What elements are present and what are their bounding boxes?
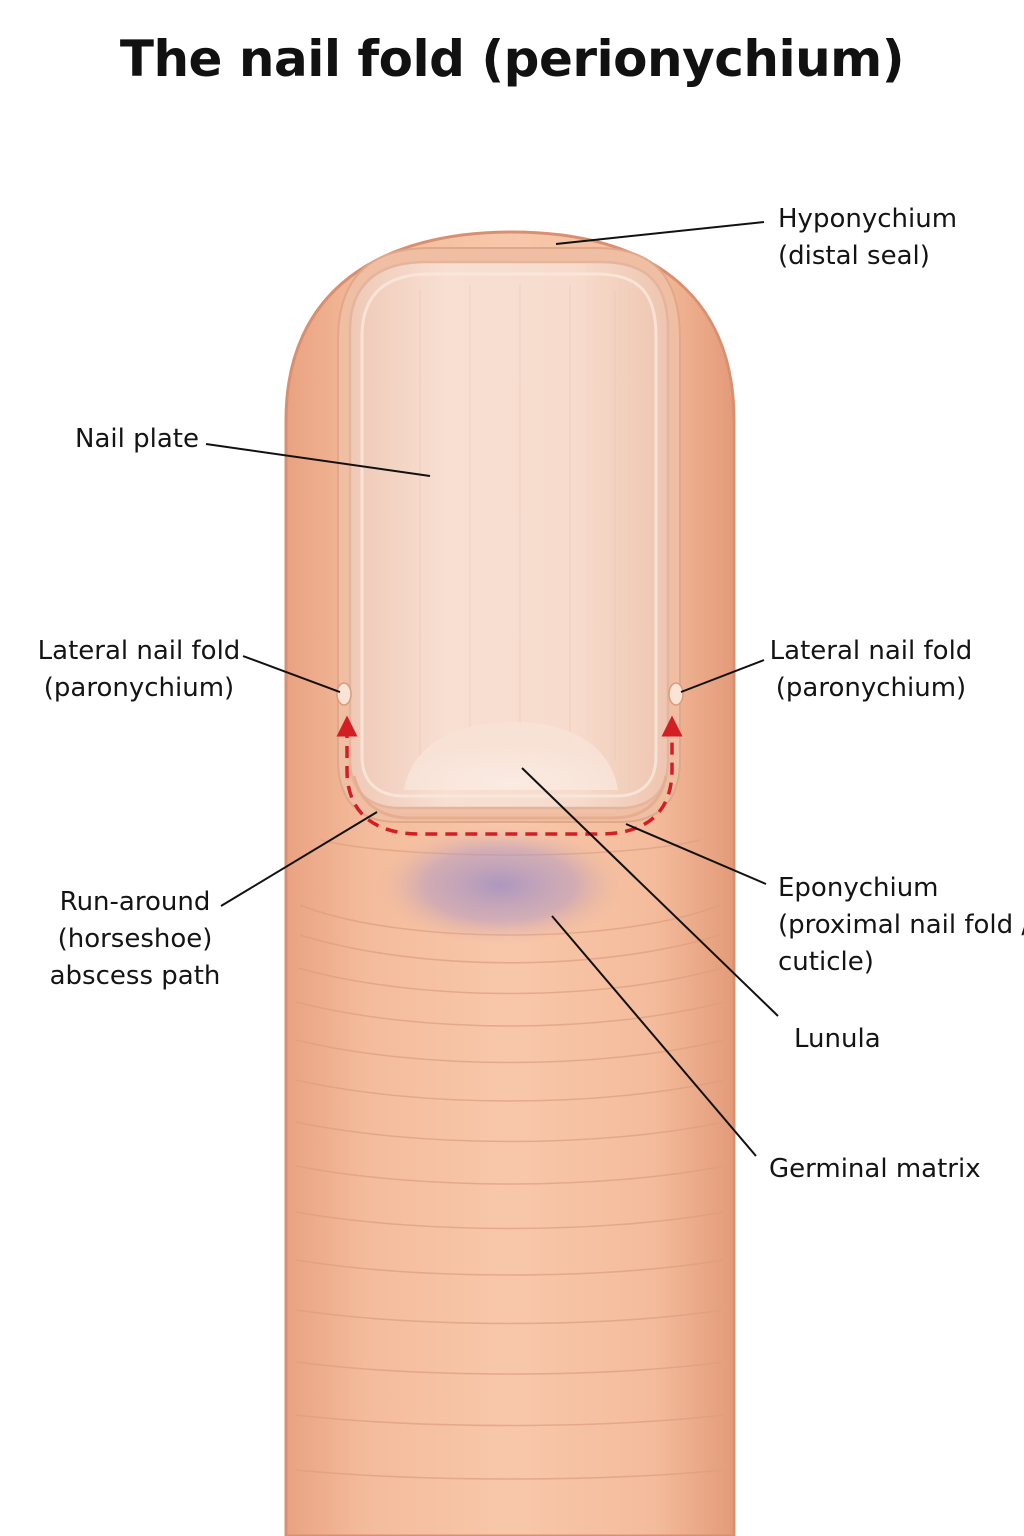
lunula-shape [404,722,618,790]
label-runaround-line-1: Run-around [59,887,211,917]
label-germinal-matrix-line-1: Germinal matrix [769,1154,981,1184]
label-lunula-line-1: Lunula [794,1024,881,1054]
lateral-fold-opening-left [336,682,352,706]
abscess-path-dashed [336,715,683,836]
nail-striations [419,285,616,770]
label-runaround-line-3: abscess path [49,961,221,991]
label-hyponychium-line-2: (distal seal) [778,241,930,271]
label-lateral-left-line-2: (paronychium) [43,673,235,703]
leader-eponychium [625,823,767,885]
label-nail-plate-line-1: Nail plate [75,424,199,454]
label-lateral-fold-right: Lateral nail fold (paronychium) [766,633,976,707]
label-nail-plate: Nail plate [75,421,199,458]
label-lunula: Lunula [794,1021,881,1058]
cuticle-edge [352,775,668,820]
label-hyponychium: Hyponychium (distal seal) [778,201,957,275]
label-eponychium-line-1: Eponychium [778,873,939,903]
label-eponychium: Eponychium (proximal nail fold / cuticle… [778,870,1024,981]
label-lateral-right-line-1: Lateral nail fold [769,636,973,666]
label-hyponychium-line-1: Hyponychium [778,204,958,234]
label-runaround: Run-around (horseshoe) abscess path [40,884,230,995]
label-lateral-right-line-2: (paronychium) [775,673,967,703]
leader-germinal-matrix [551,915,757,1157]
label-eponychium-line-2: (proximal nail fold / [778,910,1024,940]
skin-creases [295,839,725,1480]
germinal-matrix-region [375,825,625,945]
page-title: The nail fold (perionychium) [119,30,905,88]
label-runaround-line-2: (horseshoe) [57,924,213,954]
label-eponychium-line-3: cuticle) [778,947,874,977]
label-germinal-matrix: Germinal matrix [769,1151,981,1188]
leader-lunula [521,767,779,1017]
nail-plate-shape [348,260,670,810]
label-lateral-left-line-1: Lateral nail fold [37,636,241,666]
leader-lateral-left [242,655,341,693]
leader-nail-plate [205,443,431,477]
nail-plate-inner-edge [360,272,658,798]
leader-hyponychium [555,221,765,245]
lateral-fold-opening-right [668,682,684,706]
label-lateral-fold-left: Lateral nail fold (paronychium) [34,633,244,707]
leader-lateral-right [680,659,765,693]
leader-lines [205,221,779,1157]
leader-runaround [220,811,378,907]
